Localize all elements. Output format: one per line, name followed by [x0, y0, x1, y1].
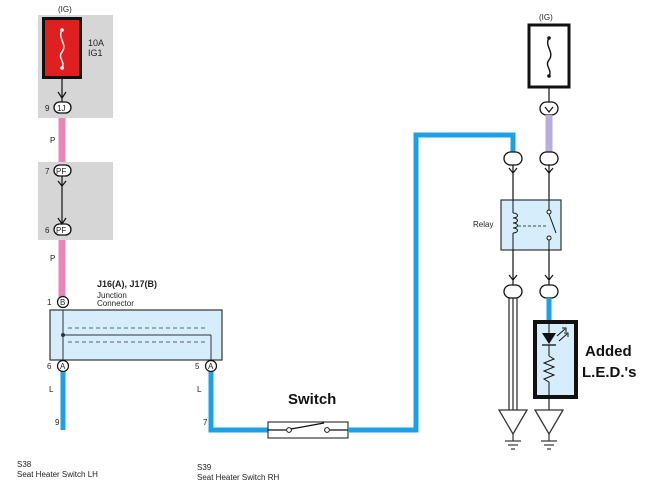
wire-blue-to-relay: [348, 132, 516, 433]
relay-coil-icon: [512, 200, 518, 250]
pin-jb-in: 1: [47, 298, 52, 307]
wire-blue-right: [208, 372, 268, 433]
fuse-icon: [546, 37, 552, 77]
s39-name: Seat Heater Switch RH: [197, 473, 279, 482]
switch-icon: [268, 422, 348, 433]
connector-jb-in-label: B: [60, 298, 65, 307]
switch-annotation: Switch: [288, 391, 336, 408]
s38-id: S38: [17, 460, 32, 469]
relay-out-arrow-right: [544, 274, 554, 281]
s38-pin: 9: [55, 418, 60, 427]
pin-1j: 9: [45, 104, 50, 113]
connector-pf-bottom-label: PF: [56, 226, 66, 235]
right-fuse: [527, 23, 571, 89]
connector-arrow-1j: [57, 91, 67, 100]
left-fuse-rating: 10A: [88, 38, 104, 48]
left-fuse-name: IG1: [88, 48, 103, 58]
connector-jb-out-right: [204, 359, 218, 373]
connector-pf-bottom: [53, 223, 72, 236]
fuse-icon: [59, 29, 65, 69]
pin-pf-top: 7: [45, 167, 50, 176]
connector-jb-out-left: [56, 359, 70, 373]
pin-jb-out-left: 6: [47, 362, 52, 371]
right-fuse-terminal-top: [547, 36, 551, 40]
added-leds-line1: Added: [585, 343, 632, 360]
connector-1j-label: 1J: [57, 104, 65, 113]
relay-connector-top-right: [539, 151, 559, 166]
added-leds-line2: L.E.D.'s: [582, 364, 636, 381]
connector-jb-out-right-label: A: [208, 362, 214, 371]
relay-label: Relay: [473, 220, 493, 229]
right-fuse-terminal-bottom: [547, 74, 551, 78]
left-fuse: [42, 17, 82, 79]
connector-jb-out-left-label: A: [60, 362, 66, 371]
junction-line2: Connector: [97, 299, 134, 308]
s39-pin: 7: [203, 418, 208, 427]
connector-jb-in: [56, 295, 70, 309]
relay-box: [500, 199, 562, 251]
ground-icon: [497, 409, 529, 450]
pin-jb-out-right: 5: [195, 362, 200, 371]
connector-1j: [53, 101, 72, 114]
right-fuse-connector: [539, 101, 559, 116]
left-ig-label: (IG): [58, 5, 72, 14]
relay-connector-bottom-left: [503, 284, 523, 299]
junction-node: [61, 333, 65, 337]
ground-icon: [533, 409, 565, 450]
relay-contact-icon: [518, 200, 557, 250]
relay-out-arrow-left: [508, 274, 518, 281]
junction-line1: Junction: [97, 291, 127, 300]
fuse-terminal-top: [60, 28, 64, 32]
s38-name: Seat Heater Switch LH: [17, 470, 98, 479]
resistor-icon: [542, 345, 556, 397]
right-fuse-connector-arrow: [544, 106, 554, 113]
pf-shade: [38, 162, 113, 240]
wire-code-left: L: [49, 385, 54, 394]
wire-code-lower: P: [50, 254, 55, 263]
wire-code-upper: P: [50, 136, 55, 145]
added-led-box: [533, 320, 578, 399]
connector-pf-top-label: PF: [56, 167, 66, 176]
fuse-terminal-bottom: [60, 66, 64, 70]
wire-code-right: L: [197, 385, 202, 394]
relay-connector-bottom-right: [539, 284, 559, 299]
relay-connector-top-left: [503, 151, 523, 166]
right-ig-label: (IG): [539, 13, 553, 22]
pin-pf-bottom: 6: [45, 226, 50, 235]
s39-id: S39: [197, 463, 212, 472]
junction-id: J16(A), J17(B): [97, 279, 157, 289]
